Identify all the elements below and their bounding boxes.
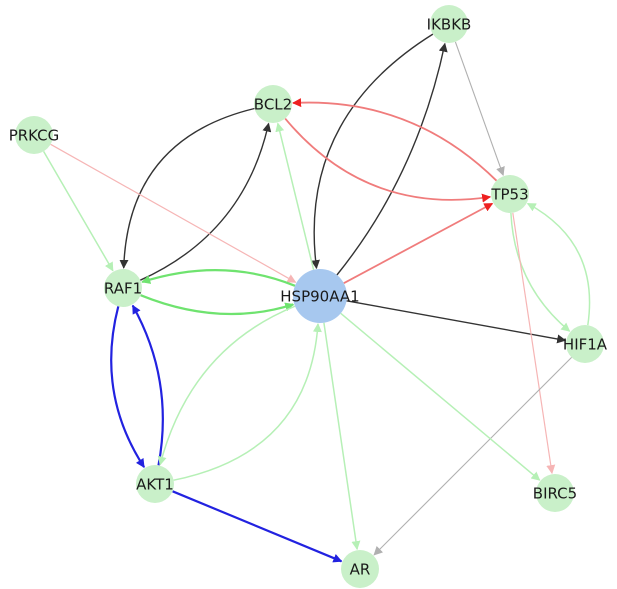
edge-ikbkb-to-tp53 [454,41,505,177]
node-prkcg: PRKCG [9,116,60,154]
edge-hsp90aa1-to-raf1 [141,269,296,287]
edge-tp53-to-bcl2 [292,98,498,182]
node-label-hif1a: HIF1A [563,336,608,354]
node-circle-raf1 [104,269,142,307]
edge-hsp90aa1-to-birc5 [340,312,541,481]
edge-hif1a-to-tp53 [526,202,591,326]
node-circle-ikbkb [430,5,468,43]
node-ikbkb: IKBKB [427,5,472,43]
node-circle-akt1 [136,465,174,503]
node-label-tp53: TP53 [490,186,528,204]
node-label-akt1: AKT1 [136,476,174,494]
edge-bcl2-to-raf1 [119,107,255,269]
node-hif1a: HIF1A [563,325,608,363]
edge-hsp90aa1-to-ar [323,322,361,551]
edge-akt1-to-ar [172,490,343,563]
edge-hsp90aa1-to-hif1a [346,300,567,344]
node-birc5: BIRC5 [533,474,577,512]
edge-raf1-to-hsp90aa1 [140,294,295,316]
edge-hsp90aa1-to-akt1 [157,305,296,466]
edge-hsp90aa1-to-tp53 [343,202,494,284]
node-circle-birc5 [536,474,574,512]
edge-hif1a-to-ar [373,357,572,556]
node-label-bcl2: BCL2 [254,96,292,114]
edge-akt1-to-raf1 [131,304,164,466]
edge-bcl2-to-tp53 [284,118,492,203]
node-label-ikbkb: IKBKB [427,16,472,34]
edge-hsp90aa1-to-bcl2 [275,122,315,270]
node-hsp90aa1: HSP90AA1 [280,269,360,323]
edge-raf1-to-bcl2 [140,122,272,281]
node-circle-hsp90aa1 [293,269,347,323]
edge-tp53-to-birc5 [512,212,556,475]
node-circle-ar [341,550,379,588]
node-bcl2: BCL2 [254,85,292,123]
node-raf1: RAF1 [104,269,142,307]
node-label-birc5: BIRC5 [533,485,577,503]
edge-akt1-to-hsp90aa1 [173,323,322,481]
edge-prkcg-to-hsp90aa1 [50,143,297,283]
node-label-ar: AR [350,561,371,579]
node-label-prkcg: PRKCG [9,127,60,145]
node-label-hsp90aa1: HSP90AA1 [280,288,359,306]
edge-raf1-to-akt1 [110,306,146,468]
edge-tp53-to-hif1a [510,212,571,332]
node-circle-hif1a [566,325,604,363]
edge-hsp90aa1-to-ikbkb [336,42,448,276]
node-akt1: AKT1 [136,465,174,503]
node-circle-tp53 [491,175,529,213]
node-circle-bcl2 [254,85,292,123]
edge-prkcg-to-raf1 [42,151,114,272]
node-tp53: TP53 [490,175,529,213]
node-label-raf1: RAF1 [104,280,142,298]
edges-layer [42,33,591,563]
node-circle-prkcg [15,116,53,154]
node-ar: AR [341,550,379,588]
edge-ikbkb-to-hsp90aa1 [311,33,434,270]
